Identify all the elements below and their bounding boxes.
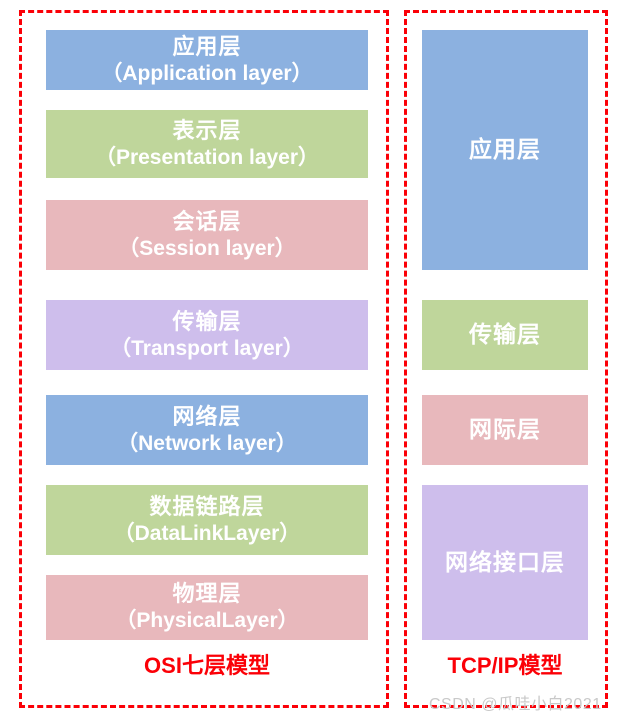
osi-layer-box: 会话层（Session layer）: [46, 200, 368, 270]
osi-layer-box: 网络层（Network layer）: [46, 395, 368, 465]
osi-layer-name-cn: 物理层: [172, 581, 242, 607]
osi-layer-box: 数据链路层（DataLinkLayer）: [46, 485, 368, 555]
osi-layer-name-cn: 传输层: [172, 308, 242, 334]
osi-layer-name-en: （Network layer）: [117, 431, 297, 455]
csdn-watermark: CSDN @瓜哇小白2021: [429, 696, 602, 713]
osi-layer-name-cn: 网络层: [172, 403, 242, 429]
tcpip-model-panel: [404, 10, 608, 708]
osi-model-panel: [19, 10, 389, 708]
tcpip-model-caption: TCP/IP模型: [447, 653, 563, 678]
osi-layer-name-en: （Application layer）: [101, 61, 313, 85]
osi-layer-name-en: （Session layer）: [118, 236, 296, 260]
tcpip-layer-name-cn: 网络接口层: [445, 548, 565, 575]
tcpip-layer-box: 传输层: [422, 300, 588, 370]
osi-layer-box: 物理层（PhysicalLayer）: [46, 575, 368, 640]
osi-layer-name-en: （Transport layer）: [110, 336, 304, 360]
tcpip-layer-box: 网络接口层: [422, 485, 588, 640]
tcpip-layer-name-cn: 网际层: [469, 416, 541, 443]
tcpip-layer-name-cn: 传输层: [469, 321, 541, 348]
osi-layer-box: 应用层（Application layer）: [46, 30, 368, 90]
osi-model-caption: OSI七层模型: [144, 653, 270, 678]
osi-layer-name-cn: 表示层: [172, 117, 242, 143]
osi-layer-box: 表示层（Presentation layer）: [46, 110, 368, 178]
tcpip-layer-box: 应用层: [422, 30, 588, 270]
osi-layer-name-en: （PhysicalLayer）: [115, 609, 299, 633]
osi-layer-name-en: （Presentation layer）: [94, 145, 320, 169]
osi-layer-name-en: （DataLinkLayer）: [113, 521, 301, 545]
osi-layer-name-cn: 数据链路层: [149, 493, 265, 519]
tcpip-layer-name-cn: 应用层: [469, 136, 541, 163]
osi-layer-name-cn: 应用层: [172, 33, 242, 59]
tcpip-layer-box: 网际层: [422, 395, 588, 465]
osi-layer-box: 传输层（Transport layer）: [46, 300, 368, 370]
osi-layer-name-cn: 会话层: [172, 208, 242, 234]
